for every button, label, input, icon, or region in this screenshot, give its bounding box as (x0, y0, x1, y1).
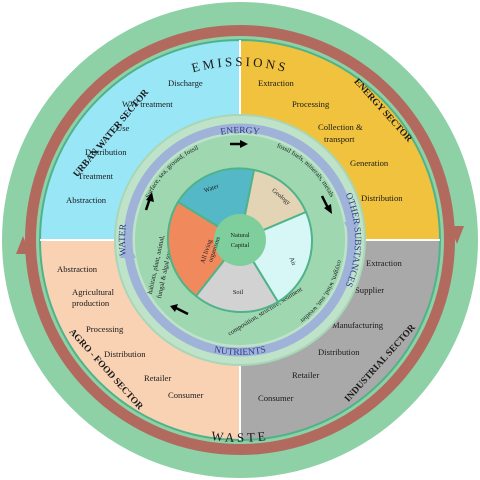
inner-ring-edge (114, 114, 366, 366)
energy-stage-3: Collection & (318, 122, 363, 132)
flow-arrow-top (230, 140, 248, 148)
energy-stage-2: Processing (292, 99, 330, 109)
industrial-stage-2: Supplier (355, 285, 384, 295)
flow-arrow-bottom (170, 304, 189, 316)
agro-stage-5: Retailer (144, 373, 171, 383)
ring-label-nutrients: NUTRIENTS (213, 345, 267, 358)
agro-stage-4: Distribution (104, 349, 146, 359)
energy-stage-3b: transport (324, 134, 355, 144)
waste-label: WASTE (211, 428, 270, 445)
agro-stage-2b: production (72, 298, 110, 308)
agro-stage-2: Agricultural (72, 287, 115, 297)
resource-flow-ring (123, 123, 357, 357)
urban-stage-5: Treatment (78, 171, 114, 181)
ring-arrow-right (344, 222, 360, 238)
industrial-stage-6: Consumer (258, 393, 293, 403)
agro-stage-1: Abstraction (57, 264, 98, 274)
industrial-stage-4: Distribution (318, 347, 360, 357)
urban-stage-3: Use (116, 123, 130, 133)
industrial-stage-3: Manufacturing (332, 320, 384, 330)
band-arrow-left (16, 236, 30, 254)
band-arrow-right (450, 226, 464, 244)
flow-arrow-left (144, 192, 154, 211)
industrial-stage-5: Retailer (292, 370, 319, 380)
core-air-label: Air (288, 256, 298, 267)
urban-stage-6: Abstraction (66, 195, 107, 205)
core-soil-segment (194, 238, 280, 314)
ring-label-water: WATER (118, 223, 129, 256)
energy-stage-4: Generation (350, 158, 389, 168)
ring-label-energy: ENERGY (220, 126, 260, 138)
ring-arrow-left (120, 242, 136, 258)
core-label-2: Capital (231, 242, 250, 249)
urban-stage-4: Distribution (85, 147, 127, 157)
agro-stage-3: Processing (86, 324, 124, 334)
core-label-1: Natural (230, 232, 249, 239)
core-center (214, 214, 266, 266)
industrial-stage-1: Extraction (366, 258, 402, 268)
flow-arrow-right (320, 195, 332, 214)
urban-stage-2: WW treatment (122, 99, 173, 109)
urban-stage-1: Discharge (168, 78, 203, 88)
agro-stage-6: Consumer (168, 390, 203, 400)
core-organisms-segment (166, 200, 242, 298)
energy-stage-1: Extraction (258, 78, 294, 88)
core-soil-label: Soil (233, 289, 244, 296)
emissions-label: EMISSIONS (190, 54, 290, 75)
energy-stage-5: Distribution (361, 193, 403, 203)
